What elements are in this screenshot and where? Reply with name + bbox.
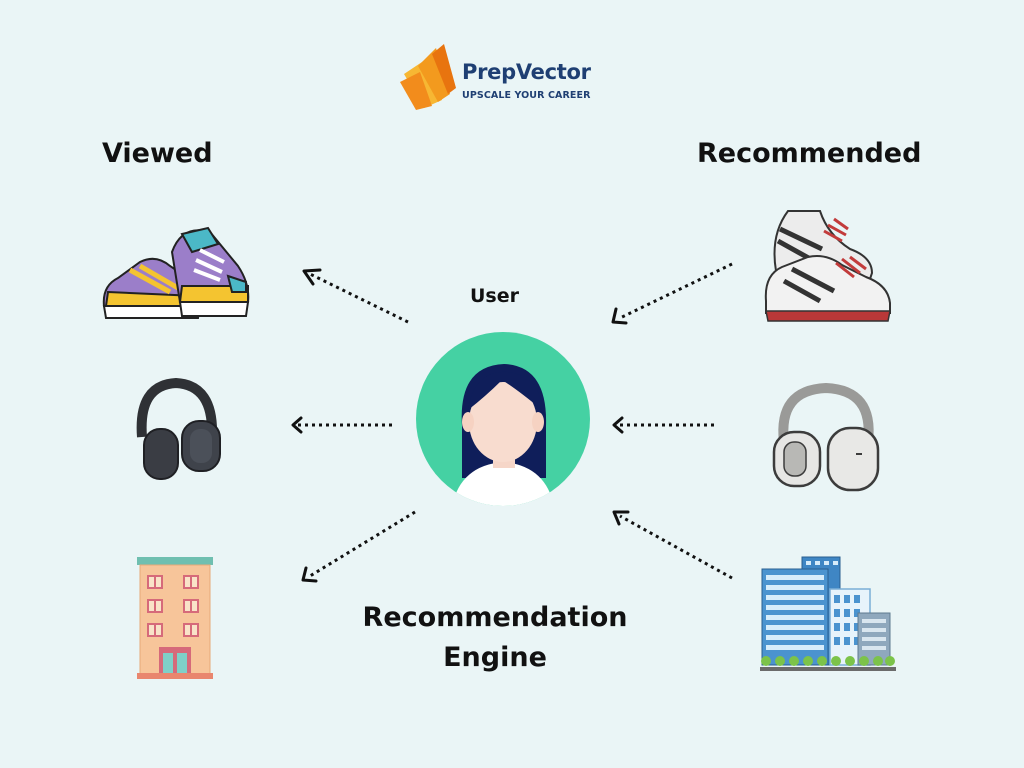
sneakers-icon [764,210,891,322]
user-avatar [416,332,590,506]
logo-tagline: UPSCALE YOUR CAREER [462,90,591,101]
arrowhead-rec-sneakers [611,307,628,325]
apartment-building-icon [137,557,213,679]
logo-name: PrepVector [462,60,591,84]
arrowhead-rec-building [612,510,630,526]
arrow-to-viewed-building [309,510,416,578]
arrowhead-rec-headphones [612,416,624,434]
recommendation-engine-label: Recommendation Engine [345,598,645,678]
logo-mark-icon [400,44,456,110]
sneakers-icon [102,226,250,319]
arrowhead-viewed-sneakers [302,268,322,286]
arrow-to-viewed-sneakers [309,272,409,324]
office-buildings-icon [760,556,896,671]
arrow-from-rec-building [619,514,733,580]
headphones-icon [136,377,221,480]
arrow-from-rec-sneakers [619,262,733,320]
prepvector-logo: PrepVector UPSCALE YOUR CAREER [398,42,608,112]
user-label: User [470,285,519,307]
arrowhead-viewed-headphones [291,416,303,434]
engine-label-line1: Recommendation [362,602,628,633]
recommended-heading: Recommended [697,138,922,169]
viewed-heading: Viewed [102,138,213,169]
headphones-icon [772,382,880,492]
engine-label-line2: Engine [443,642,547,673]
arrowhead-viewed-building [301,566,318,583]
